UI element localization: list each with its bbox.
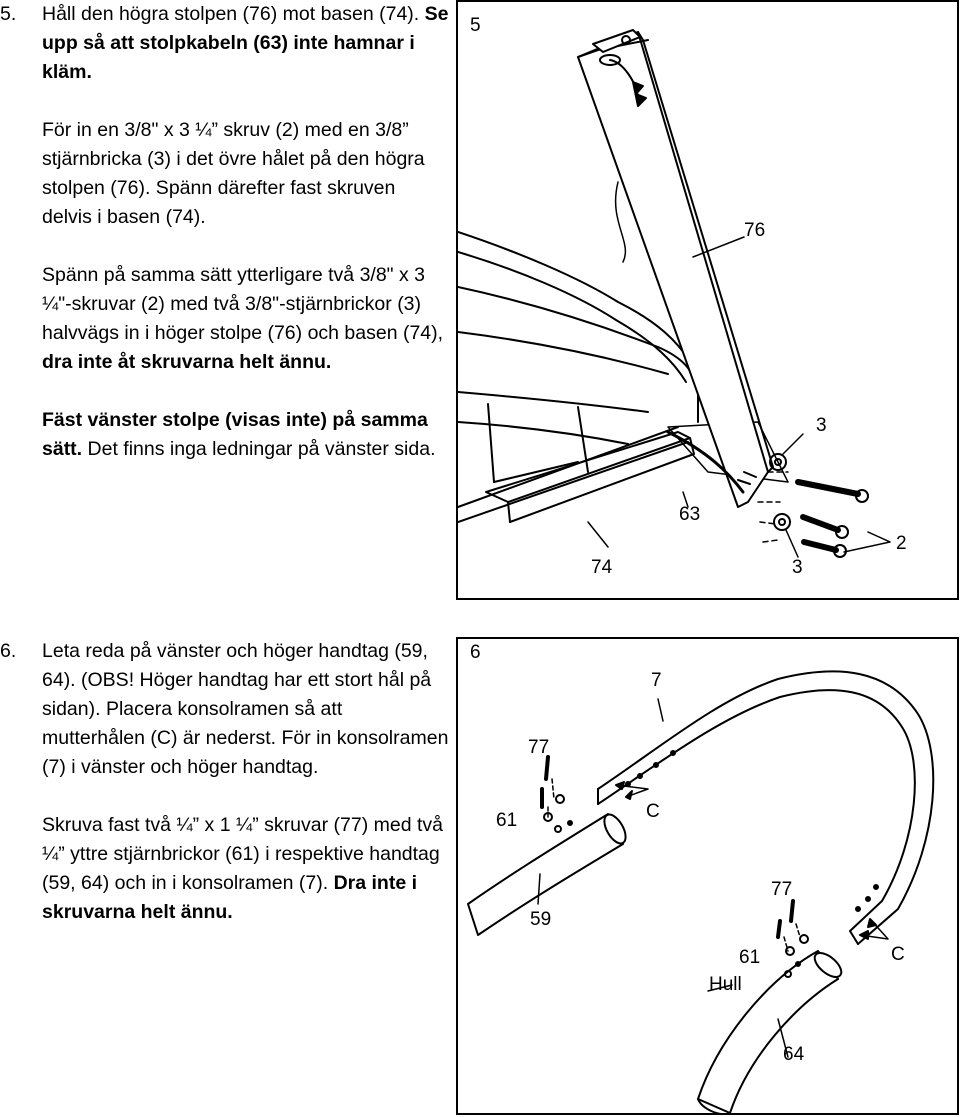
figure-6-step-label: 6 xyxy=(470,642,481,663)
step-6-instructions: 6. Leta reda på vänster och höger handta… xyxy=(0,637,450,956)
label-c-right: C xyxy=(891,944,905,965)
step-5-instructions: 5. Håll den högra stolpen (76) mot basen… xyxy=(0,0,450,493)
figure-5-drawing xyxy=(458,29,891,558)
step-5-p3-text: Spänn på samma sätt ytterligare två 3/8"… xyxy=(42,264,444,344)
label-c-left: C xyxy=(646,801,660,822)
step-6-paragraph-2: Skruva fast två ¼” x 1 ¼” skruvar (77) m… xyxy=(42,811,450,927)
label-74: 74 xyxy=(591,557,613,578)
label-61-right: 61 xyxy=(739,947,761,968)
label-61-left: 61 xyxy=(496,810,518,831)
label-63: 63 xyxy=(679,504,701,525)
step-5-p4-text: Det finns inga ledningar på vänster sida… xyxy=(82,438,436,460)
label-3-top: 3 xyxy=(816,415,827,436)
label-76: 76 xyxy=(744,220,766,241)
label-hull: Hull xyxy=(709,974,742,995)
figure-5-panel: 5 76 74 63 3 3 2 xyxy=(456,0,959,600)
step-5-number: 5. xyxy=(0,3,17,25)
figure-6-drawing xyxy=(467,670,935,1113)
label-3-bottom: 3 xyxy=(792,557,803,578)
step-6-p2-warning: Dra inte i skruvarna helt ännu. xyxy=(42,872,417,923)
label-2: 2 xyxy=(896,533,907,554)
label-77-left: 77 xyxy=(528,737,550,758)
label-59: 59 xyxy=(530,909,552,930)
step-5-paragraph-1: Håll den högra stolpen (76) mot basen (7… xyxy=(42,0,450,87)
step-5-p3-warning: dra inte åt skruvarna helt ännu. xyxy=(42,351,332,373)
label-77-right: 77 xyxy=(771,879,793,900)
step-5-paragraph-4: Fäst vänster stolpe (visas inte) på samm… xyxy=(42,406,450,464)
figure-5-step-label: 5 xyxy=(470,15,481,36)
label-7: 7 xyxy=(651,670,662,691)
figure-6-panel: 6 7 77 61 59 C 77 61 Hull C 64 xyxy=(456,637,959,1115)
step-5-paragraph-3: Spänn på samma sätt ytterligare två 3/8"… xyxy=(42,261,450,377)
step-5-paragraph-2: För in en 3/8" x 3 ¼” skruv (2) med en 3… xyxy=(42,119,425,228)
step-6-paragraph-1: Leta reda på vänster och höger handtag (… xyxy=(42,640,449,778)
step-5-p1-warning: Se upp så att stolpkabeln (63) inte hamn… xyxy=(42,3,449,83)
step-5-p4-bold: Fäst vänster stolpe (visas inte) på samm… xyxy=(42,409,428,460)
label-64: 64 xyxy=(783,1044,805,1065)
step-6-number: 6. xyxy=(0,640,17,662)
step-6-p2-text: Skruva fast två ¼” x 1 ¼” skruvar (77) m… xyxy=(42,814,443,894)
step-5-p1-text: Håll den högra stolpen (76) mot basen (7… xyxy=(42,3,425,25)
